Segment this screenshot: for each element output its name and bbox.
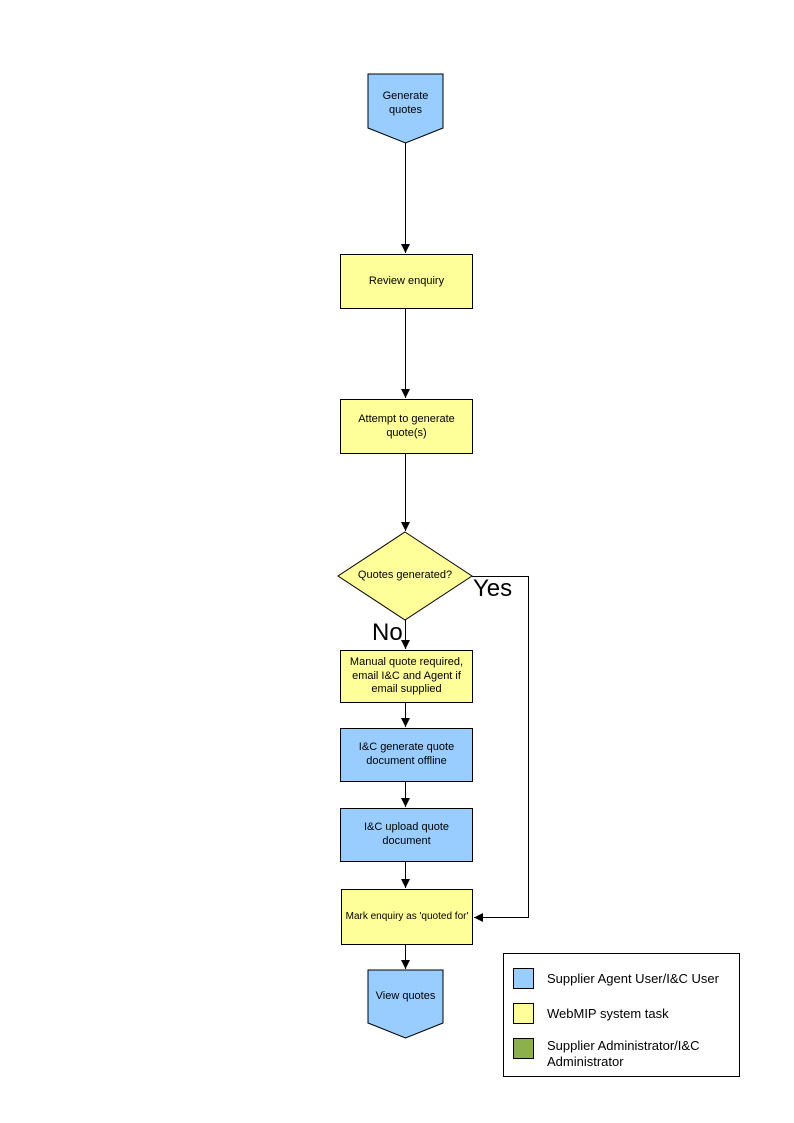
- review-enquiry-label: Review enquiry: [368, 274, 445, 287]
- yes-branch-label: Yes: [473, 575, 513, 602]
- start-pentagon-shape: [367, 73, 444, 144]
- connector-decision-yes-to-mark: [472, 576, 529, 922]
- legend-row-administrator: Supplier Administrator/I&C Administrator: [513, 1038, 732, 1070]
- legend-box: Supplier Agent User/I&C User WebMIP syst…: [503, 953, 740, 1077]
- upload-document-label: I&C upload quote document: [363, 821, 449, 847]
- legend-swatch-blue: [513, 968, 534, 989]
- generate-offline-label: I&C generate quote document offline: [358, 741, 455, 767]
- review-enquiry-box: Review enquiry: [340, 254, 473, 309]
- manual-quote-label: Manual quote required, email I&C and Age…: [349, 655, 464, 696]
- attempt-generate-box: Attempt to generate quote(s): [340, 399, 473, 454]
- end-pentagon-shape: [367, 969, 444, 1039]
- legend-swatch-green: [513, 1038, 534, 1059]
- legend-label-system-task: WebMIP system task: [547, 1005, 669, 1021]
- generate-offline-box: I&C generate quote document offline: [340, 728, 473, 782]
- legend-label-agent-user: Supplier Agent User/I&C User: [547, 970, 719, 986]
- legend-swatch-yellow: [513, 1003, 534, 1024]
- end-pentagon-label: View quotes: [375, 990, 436, 1003]
- legend-row-agent-user: Supplier Agent User/I&C User: [513, 968, 732, 989]
- no-branch-label: No: [372, 619, 403, 646]
- mark-quoted-label: Mark enquiry as 'quoted for': [345, 910, 469, 922]
- upload-document-box: I&C upload quote document: [340, 808, 473, 862]
- manual-quote-box: Manual quote required, email I&C and Age…: [340, 650, 473, 703]
- decision-diamond-label: Quotes generated?: [357, 569, 453, 582]
- legend-label-administrator: Supplier Administrator/I&C Administrator: [547, 1038, 700, 1069]
- start-pentagon-label: Generate quotes: [382, 90, 429, 116]
- legend-row-system-task: WebMIP system task: [513, 1003, 732, 1024]
- mark-quoted-box: Mark enquiry as 'quoted for': [341, 889, 473, 945]
- attempt-generate-label: Attempt to generate quote(s): [358, 412, 455, 439]
